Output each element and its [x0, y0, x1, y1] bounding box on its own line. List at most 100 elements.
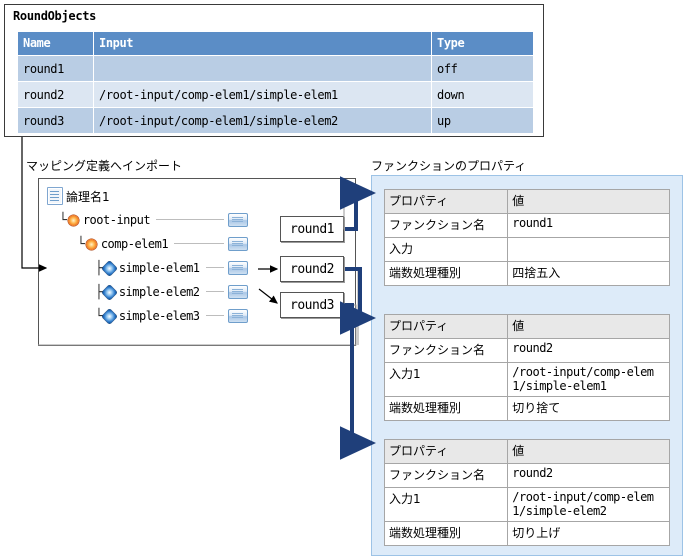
round-function-label: round3	[290, 297, 334, 313]
round-function-box-3[interactable]: round3	[280, 292, 344, 318]
table-row[interactable]: 入力	[383, 237, 670, 262]
property-value: round2	[507, 463, 670, 488]
cell-input: /root-input/comp-elem1/simple-elem2	[93, 107, 432, 134]
property-value: round2	[507, 338, 670, 363]
tree-item-root-input[interactable]: └ root-input	[47, 208, 249, 232]
cell-input	[93, 55, 432, 82]
table-header-row: プロパティ 値	[383, 439, 670, 464]
column-header-input: Input	[93, 31, 432, 56]
round-function-box-1[interactable]: round1	[280, 216, 344, 242]
property-key: 入力	[383, 237, 509, 262]
tree-connector-line	[205, 267, 224, 269]
round-function-label: round1	[290, 221, 334, 237]
tree-item-label: simple-elem1	[118, 261, 200, 275]
tree-elbow-icon: └	[77, 236, 85, 252]
column-header-property: プロパティ	[383, 439, 509, 464]
tree-item-simple-elem1[interactable]: ├ simple-elem1	[47, 256, 248, 280]
orange-node-icon	[85, 238, 97, 250]
table-header-row: プロパティ 値	[383, 189, 670, 214]
property-value: /root-input/comp-elem1/simple-elem2	[507, 486, 670, 523]
column-header-property: プロパティ	[383, 314, 509, 339]
tree-tee-icon: ├	[95, 284, 103, 300]
property-value: 切り捨て	[507, 396, 670, 422]
property-key: 端数処理種別	[383, 521, 509, 547]
round-function-label: round2	[290, 261, 334, 277]
tree-connector-line	[205, 315, 224, 317]
table-row[interactable]: 端数処理種別 四捨五入	[383, 261, 670, 286]
property-key: 端数処理種別	[383, 261, 509, 286]
tree-item-simple-elem2[interactable]: ├ simple-elem2	[47, 280, 248, 304]
property-key: 入力1	[383, 486, 509, 523]
table-row[interactable]: ファンクション名 round2	[383, 338, 670, 363]
round-function-box-2[interactable]: round2	[280, 256, 344, 282]
table-header-row: Name Input Type	[17, 31, 534, 56]
column-header-value: 値	[507, 314, 670, 339]
property-key: ファンクション名	[383, 463, 509, 488]
tree-item-simple-elem3[interactable]: └ simple-elem3	[47, 304, 248, 328]
cell-name: round3	[17, 107, 94, 134]
mapping-tree: 論理名1 └ root-input └ comp-elem1 ├ simple-…	[47, 184, 249, 328]
tree-item-label: root-input	[82, 213, 151, 227]
function-properties-panel: プロパティ 値 ファンクション名 round1 入力 端数処理種別 四捨五入 プ…	[371, 175, 683, 556]
tree-item-label: simple-elem3	[118, 309, 200, 323]
function-properties-table-3: プロパティ 値 ファンクション名 round2 入力1 /root-input/…	[383, 439, 670, 547]
tree-connector-line	[205, 291, 224, 293]
tree-tee-icon: ├	[95, 260, 103, 276]
cell-input: /root-input/comp-elem1/simple-elem1	[93, 81, 432, 108]
table-row[interactable]: round2 /root-input/comp-elem1/simple-ele…	[17, 81, 534, 108]
caption-function-properties: ファンクションのプロパティ	[371, 159, 527, 173]
tree-elbow-icon: └	[59, 212, 67, 228]
blue-diamond-icon	[101, 308, 118, 324]
round-objects-table: Name Input Type round1 off round2 /root-…	[17, 31, 534, 134]
column-header-name: Name	[17, 31, 94, 56]
table-row[interactable]: round1 off	[17, 55, 534, 82]
cell-name: round2	[17, 81, 94, 108]
function-properties-table-2: プロパティ 値 ファンクション名 round2 入力1 /root-input/…	[383, 314, 670, 422]
tree-item-label: 論理名1	[66, 189, 110, 204]
property-value: round1	[507, 213, 670, 238]
table-row[interactable]: ファンクション名 round1	[383, 213, 670, 238]
document-icon	[47, 187, 63, 205]
table-row[interactable]: 端数処理種別 切り上げ	[383, 521, 670, 547]
blue-diamond-icon	[101, 260, 118, 276]
tree-connector-line	[156, 219, 225, 221]
property-value: 切り上げ	[507, 521, 670, 547]
cell-type: down	[431, 81, 534, 108]
property-value	[507, 237, 670, 262]
property-value: /root-input/comp-elem1/simple-elem1	[507, 361, 670, 398]
property-key: ファンクション名	[383, 213, 509, 238]
property-key: 端数処理種別	[383, 396, 509, 422]
cell-type: up	[431, 107, 534, 134]
round-objects-panel: RoundObjects Name Input Type round1 off …	[4, 4, 544, 137]
mapping-card-icon[interactable]	[227, 261, 248, 275]
property-key: 入力1	[383, 361, 509, 398]
property-value: 四捨五入	[507, 261, 670, 286]
caption-mapping-import: マッピング定義へインポート	[26, 159, 183, 173]
table-row[interactable]: ファンクション名 round2	[383, 463, 670, 488]
blue-diamond-icon	[101, 284, 118, 300]
table-row[interactable]: 入力1 /root-input/comp-elem1/simple-elem2	[383, 486, 670, 523]
column-header-value: 値	[507, 439, 670, 464]
cell-name: round1	[17, 55, 94, 82]
mapping-card-icon[interactable]	[227, 309, 248, 323]
table-row[interactable]: 端数処理種別 切り捨て	[383, 396, 670, 422]
tree-item-comp-elem1[interactable]: └ comp-elem1	[47, 232, 249, 256]
column-header-type: Type	[431, 31, 534, 56]
mapping-card-icon[interactable]	[227, 285, 248, 299]
round-objects-title: RoundObjects	[13, 9, 97, 23]
orange-node-icon	[67, 214, 79, 226]
table-row[interactable]: round3 /root-input/comp-elem1/simple-ele…	[17, 107, 534, 134]
column-header-property: プロパティ	[383, 189, 509, 214]
function-properties-table-1: プロパティ 値 ファンクション名 round1 入力 端数処理種別 四捨五入	[383, 189, 670, 286]
mapping-card-icon[interactable]	[228, 213, 249, 227]
column-header-value: 値	[507, 189, 670, 214]
mapping-card-icon[interactable]	[228, 237, 249, 251]
tree-item-label: comp-elem1	[100, 237, 169, 251]
tree-item-label: simple-elem2	[118, 285, 200, 299]
tree-item-root[interactable]: 論理名1	[47, 184, 248, 208]
table-row[interactable]: 入力1 /root-input/comp-elem1/simple-elem1	[383, 361, 670, 398]
cell-type: off	[431, 55, 534, 82]
property-key: ファンクション名	[383, 338, 509, 363]
tree-connector-line	[174, 243, 225, 245]
table-header-row: プロパティ 値	[383, 314, 670, 339]
